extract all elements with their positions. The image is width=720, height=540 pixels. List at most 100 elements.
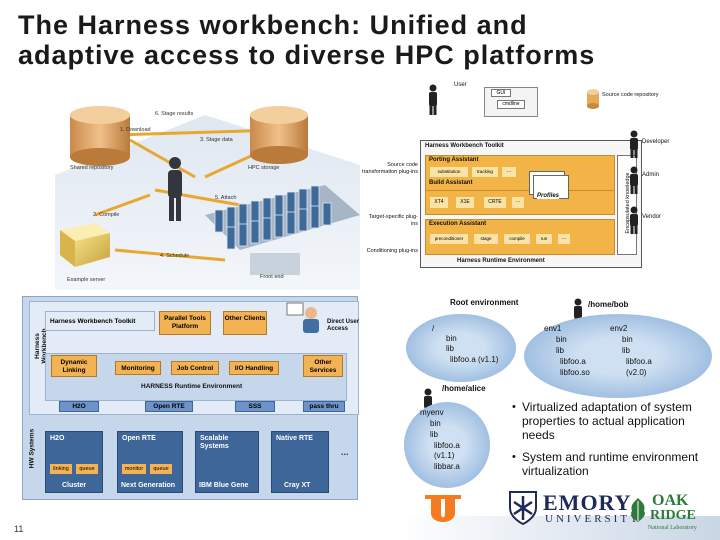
- platform-cray: Native RTE Cray XT: [271, 431, 329, 493]
- toolkit-architecture: User GUI cmdline Source code repository …: [362, 82, 714, 288]
- label-user: User: [454, 82, 467, 88]
- slide-title: The Harness workbench: Unified and adapt…: [18, 10, 708, 70]
- plugin-preconditioner: preconditioner: [430, 234, 468, 244]
- arrow-schedule: [114, 248, 226, 262]
- sub-linking: linking: [50, 464, 72, 474]
- label-compile-server: Example server: [67, 277, 105, 283]
- sub-queue: queue: [76, 464, 98, 474]
- plugin-open-rte: Open RTE: [145, 401, 193, 412]
- bob-env-bubble: [524, 314, 712, 398]
- label-hpc-storage: HPC storage: [248, 165, 280, 171]
- env1-libfoo-a: libfoo.a: [560, 357, 586, 366]
- sub-queue-2: queue: [150, 464, 172, 474]
- plugin-sss: SSS: [235, 401, 275, 412]
- title-line-1: The Harness workbench: Unified and: [18, 10, 528, 40]
- harness-stack-diagram: Harness Workbench Harness Workbench Tool…: [22, 296, 359, 500]
- io-handling-box: I/O Handling: [229, 361, 279, 375]
- plugin-substitution: substitution: [430, 167, 468, 177]
- plugin-row: H2O Open RTE SSS pass thru: [45, 401, 347, 413]
- emory-subtitle: UNIVERSITY: [545, 513, 641, 525]
- label-target-plugins: Target-specific plug-ins: [368, 214, 418, 227]
- root-lib: lib: [446, 344, 455, 353]
- root-libfoo: libfoo.a (v1.1): [450, 355, 499, 364]
- ui-window: GUI cmdline: [484, 87, 538, 117]
- system-h2o: H2O: [50, 435, 65, 442]
- page-number: 11: [14, 524, 24, 534]
- env2-bin: bin: [622, 335, 633, 344]
- system-open-rte: Open RTE: [122, 435, 156, 442]
- bullet-1: •Virtualized adaptation of system proper…: [512, 400, 692, 442]
- env1-label: env1: [544, 324, 562, 333]
- label-step3: 3. Stage data: [200, 137, 234, 143]
- env1-bin: bin: [556, 335, 567, 344]
- plugin-h2o: H2O: [59, 401, 99, 412]
- plugin-x1e: X1E: [456, 197, 474, 208]
- platform-next-gen-label: Next Generation: [121, 482, 176, 489]
- oak-leaf-icon: [631, 498, 645, 522]
- environments-diagram: Root environment /home/bob / bin lib lib…: [396, 298, 714, 494]
- more-platforms: ...: [341, 447, 349, 457]
- myenv-libbar: libbar.a: [434, 462, 460, 471]
- root-bin: bin: [446, 334, 457, 343]
- toolkit-title: Harness Workbench Toolkit: [425, 143, 504, 149]
- execution-assistant-title: Execution Assistant: [429, 221, 487, 227]
- gui-label: GUI: [491, 89, 511, 97]
- myenv-label: myenv: [420, 408, 444, 417]
- myenv-version: (v1.1): [434, 451, 455, 460]
- toolkit-box: Harness Workbench Toolkit Porting Assist…: [420, 140, 642, 268]
- label-hw-systems-side: HW Systems: [28, 428, 36, 469]
- label-source-repo: Source code repository: [602, 92, 659, 98]
- label-vendor: Vendor: [642, 214, 662, 220]
- person-icon: [630, 206, 638, 234]
- ut-logo: [425, 495, 461, 522]
- env1-libfoo-so: libfoo.so: [560, 368, 590, 377]
- bullet-1-text: Virtualized adaptation of system propert…: [522, 400, 692, 442]
- platform-cluster: H2O linking queue Cluster: [45, 431, 103, 493]
- label-developer: Developer: [642, 139, 670, 145]
- ornl-lab: National Laboratory: [648, 525, 697, 531]
- plugin-more: ...: [502, 167, 516, 177]
- myenv-lib: lib: [430, 430, 439, 439]
- person-icon: [168, 157, 182, 221]
- plugin-tracking: tracking: [472, 167, 498, 177]
- arrow-download: [129, 138, 196, 179]
- emory-shield-icon: [509, 491, 537, 526]
- plugin-xt4: XT4: [430, 197, 448, 208]
- label-admin: Admin: [642, 172, 660, 178]
- database-icon: [70, 106, 130, 166]
- env2-label: env2: [610, 324, 628, 333]
- build-assistant-panel: XT4 X1E CRTE ...: [425, 191, 615, 215]
- person-icon: [286, 302, 319, 333]
- plugin-compile: compile: [504, 234, 530, 244]
- myenv-libfoo: libfoo.a: [434, 441, 460, 450]
- plugin-stage: stage: [474, 234, 498, 244]
- stack-toolkit-title: Harness Workbench Toolkit: [45, 311, 155, 331]
- label-step5: 5. Attach: [215, 195, 236, 201]
- sub-monitor: monitor: [122, 464, 146, 474]
- label-step4: 4. Schedule: [160, 253, 189, 259]
- label-step6: 6. Stage results: [155, 111, 193, 117]
- plugin-more-build: ...: [512, 197, 524, 208]
- monitoring-box: Monitoring: [115, 361, 161, 375]
- profiles-label: Profiles: [537, 193, 560, 199]
- porting-assistant-panel: Porting Assistant substitution tracking …: [425, 155, 615, 191]
- plugin-crte: CRTE: [484, 197, 506, 208]
- usage-scenario-illustration: Shared repository HPC storage 1. Downloa…: [55, 106, 360, 290]
- build-assistant-title: Build Assistant: [429, 180, 473, 186]
- label-step2: 2. Compile: [93, 212, 119, 218]
- stack-runtime-env-title: HARNESS Runtime Environment: [141, 383, 243, 390]
- runtime-env-title: Harness Runtime Environment: [457, 258, 545, 264]
- system-scalable: Scalable Systems: [200, 435, 229, 450]
- cube-icon: [60, 223, 110, 267]
- platform-cluster-label: Cluster: [62, 482, 87, 489]
- label-shared-repository: Shared repository: [70, 165, 114, 171]
- plugin-run: run: [536, 234, 552, 244]
- env1-lib: lib: [556, 346, 565, 355]
- label-source-plugins: Source code transformation plug-ins: [362, 162, 418, 175]
- plugin-pass-thru: pass thru: [303, 401, 345, 412]
- root-slash: /: [432, 324, 435, 333]
- platform-blue-gene-label: IBM Blue Gene: [199, 482, 249, 489]
- myenv-bin: bin: [430, 419, 441, 428]
- platform-cray-label: Cray XT: [284, 482, 311, 489]
